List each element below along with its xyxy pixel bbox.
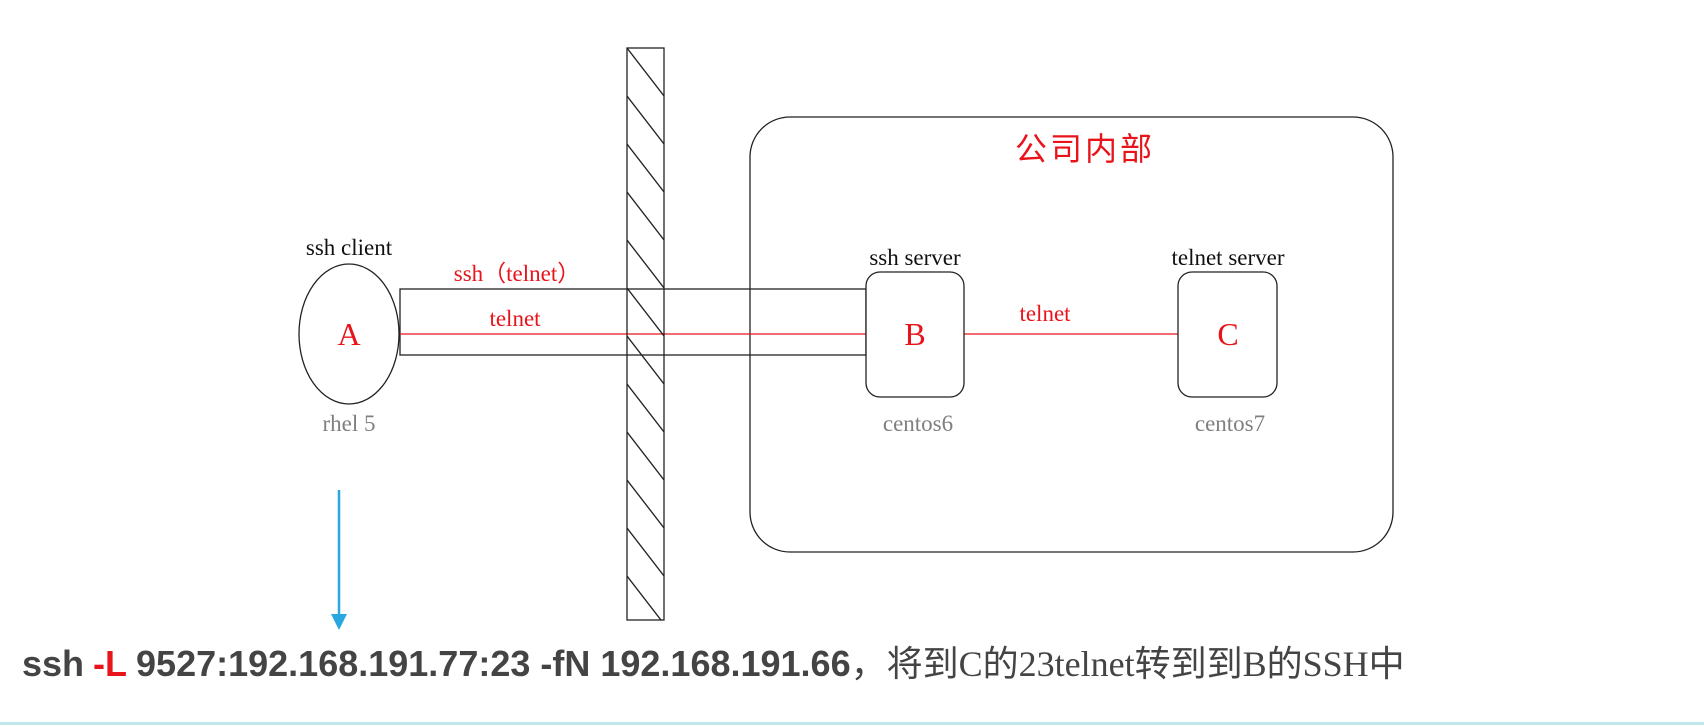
node-c-role-label: telnet server	[1171, 245, 1284, 270]
command-pointer-arrowhead	[331, 614, 347, 630]
node-a-client	[298, 263, 400, 405]
node-b-server	[865, 271, 965, 398]
node-a-host-label: rhel 5	[322, 411, 375, 436]
command-ssh: ssh	[22, 643, 85, 684]
ssh-command-line: ssh -L 9527:192.168.191.77:23 -fN 192.16…	[22, 640, 1702, 688]
tunnel-label: ssh（telnet）	[454, 261, 581, 286]
node-a-letter: A	[337, 316, 360, 352]
node-b-role-label: ssh server	[869, 245, 961, 270]
bottom-divider	[0, 722, 1704, 725]
command-description: ，将到C的23telnet转到到B的SSH中	[850, 644, 1405, 684]
node-c-host-label: centos7	[1195, 411, 1265, 436]
command-local-forward-flag: -L	[93, 643, 128, 684]
node-c-letter: C	[1217, 316, 1238, 352]
node-a-role-label: ssh client	[306, 235, 393, 260]
node-b-letter: B	[904, 316, 925, 352]
node-b-host-label: centos6	[883, 411, 953, 436]
firewall-wall	[626, 47, 665, 621]
node-c-server	[1177, 271, 1278, 398]
internal-network-title: 公司内部	[1015, 131, 1155, 167]
command-forward-spec: 9527:192.168.191.77:23 -fN 192.168.191.6…	[136, 643, 851, 684]
link-b-c-label: telnet	[1019, 301, 1071, 326]
link-a-b-label: telnet	[489, 306, 541, 331]
